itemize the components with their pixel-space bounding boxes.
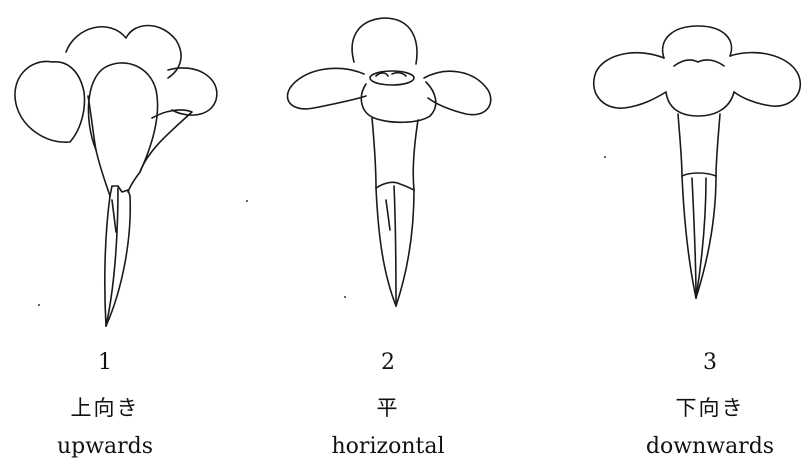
figure-label-jp: 上向き (0, 392, 225, 422)
scan-speck (38, 304, 40, 306)
scan-speck (604, 156, 606, 158)
figure-label-en: horizontal (268, 434, 508, 459)
flower-downwards-icon (578, 0, 808, 340)
flower-upwards-icon (0, 0, 240, 340)
figure-number: 3 (590, 350, 808, 375)
scan-speck (344, 296, 346, 298)
figure-horizontal: 2 平 horizontal (274, 0, 514, 468)
figure-label-jp: 下向き (590, 392, 808, 422)
flower-horizontal-icon (274, 0, 514, 340)
scan-speck (246, 200, 248, 202)
figure-upwards: 1 上向き upwards (0, 0, 240, 468)
figure-downwards: 3 下向き downwards (578, 0, 808, 468)
figure-number: 1 (0, 350, 225, 375)
figure-label-en: upwards (0, 434, 225, 459)
figure-label-en: downwards (590, 434, 808, 459)
figure-number: 2 (268, 350, 508, 375)
figure-label-jp: 平 (268, 392, 508, 422)
